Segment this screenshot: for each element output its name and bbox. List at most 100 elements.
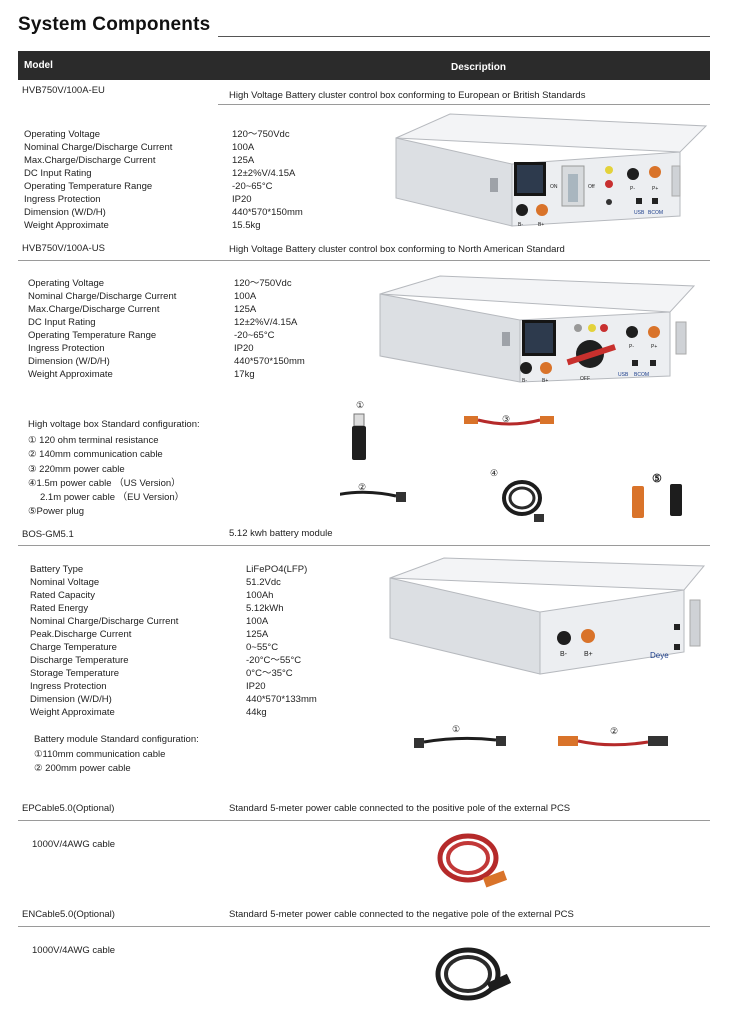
module-marker-2: ② <box>610 726 618 736</box>
page-title: System Components <box>18 14 211 35</box>
eu-description: High Voltage Battery cluster control box… <box>229 90 586 101</box>
encable-rule <box>18 926 710 927</box>
spec-row: Weight Approximate 44kg <box>30 706 330 719</box>
us-label-pminus: P- <box>629 344 634 350</box>
spec-value: 15.5kg <box>232 220 261 231</box>
us-model: HVB750V/100A-US <box>22 243 105 254</box>
hv-config: High voltage box Standard configuration:… <box>28 418 200 519</box>
spec-row: Operating Temperature Range-20~65°C <box>24 180 324 193</box>
spec-value: IP20 <box>232 194 252 205</box>
eu-label-off: Off <box>588 184 595 190</box>
spec-label: Storage Temperature <box>30 668 120 679</box>
spec-label: Nominal Charge/Discharge Current <box>24 142 173 153</box>
spec-value: 120～750Vdc <box>234 278 292 289</box>
spec-label: DC Input Rating <box>24 168 92 179</box>
epcable-model: EPCable5.0(Optional) <box>22 803 115 814</box>
spec-label: Rated Capacity <box>30 590 95 601</box>
spec-label: Battery Type <box>30 564 84 575</box>
us-label-off: OFF <box>580 376 590 382</box>
eu-label-bcom: BCOM <box>648 210 663 216</box>
battery-module-image: B- B+ Deye <box>389 557 706 675</box>
marker-5: ⑤ <box>652 473 662 485</box>
spec-value: -20°C～55°C <box>246 655 302 666</box>
hv-config-item: ① 120 ohm terminal resistance <box>28 435 159 447</box>
encable-model: ENCable5.0(Optional) <box>22 909 115 920</box>
hv-config-item: ⑤Power plug <box>28 506 85 518</box>
eu-label-usb: USB <box>634 210 645 216</box>
spec-label: Operating Temperature Range <box>28 330 157 341</box>
spec-value: 125A <box>234 304 257 315</box>
spec-label: Weight Approximate <box>30 707 115 718</box>
hv-config-item: ② 140mm communication cable <box>28 449 163 461</box>
module-config: Battery module Standard configuration: ①… <box>34 733 199 777</box>
spec-label: Operating Voltage <box>28 278 105 289</box>
module-brand: Deye <box>650 651 669 660</box>
spec-value: 100A <box>234 291 257 302</box>
spec-row: Dimension (W/D/H)440*570*133mm <box>30 693 330 706</box>
spec-value: 125A <box>232 155 255 166</box>
encable-spec: 1000V/4AWG cable <box>32 945 116 956</box>
eu-model: HVB750V/100A-EU <box>22 85 105 96</box>
title-underline <box>218 36 710 37</box>
module-accessories-image: ① ② <box>414 724 668 748</box>
module-rule <box>18 545 710 546</box>
spec-label: Discharge Temperature <box>30 655 129 666</box>
spec-row: Nominal Charge/Discharge Current 100A <box>28 290 328 303</box>
eu-label-pplus: P+ <box>652 186 658 192</box>
spec-row: Weight Approximate 15.5kg <box>24 219 324 232</box>
spec-row: Dimension (W/D/H)440*570*150mm <box>24 206 324 219</box>
spec-value: 44kg <box>246 707 267 718</box>
epcable-image <box>437 833 508 888</box>
module-description: 5.12 kwh battery module <box>229 528 333 539</box>
marker-1: ① <box>356 400 364 410</box>
spec-label: Charge Temperature <box>30 642 117 653</box>
spec-row: Operating Voltage 120～750Vdc <box>28 277 328 290</box>
spec-value: 12±2%V/4.15A <box>232 168 296 179</box>
spec-value: IP20 <box>246 681 266 692</box>
us-label-bcom: BCOM <box>634 372 649 378</box>
spec-label: Nominal Voltage <box>30 577 100 588</box>
header-description: Description <box>451 62 507 73</box>
spec-label: Nominal Charge/Discharge Current <box>28 291 177 302</box>
us-label-pplus: P+ <box>651 344 657 350</box>
spec-row: Peak.Discharge Current 125A <box>30 628 330 641</box>
us-label-bminus: B- <box>522 378 527 384</box>
table-header: Model Description <box>18 51 710 80</box>
eu-rule <box>218 104 710 105</box>
spec-label: Nominal Charge/Discharge Current <box>30 616 179 627</box>
hv-config-item: ④1.5m power cable （US Version） <box>28 477 181 489</box>
spec-value: -20~65°C <box>232 181 273 192</box>
spec-label: Dimension (W/D/H) <box>24 207 106 218</box>
eu-label-on: ON <box>550 184 558 190</box>
spec-label: Dimension (W/D/H) <box>28 356 110 367</box>
spec-label: Dimension (W/D/H) <box>30 694 112 705</box>
spec-label: Weight Approximate <box>24 220 109 231</box>
hv-accessories-image: ① ③ ② ④ ⑤ <box>340 400 682 522</box>
spec-label: Peak.Discharge Current <box>30 629 132 640</box>
spec-value: 125A <box>246 629 269 640</box>
marker-2: ② <box>358 482 366 492</box>
module-label-bminus: B- <box>560 651 568 658</box>
spec-label: Operating Voltage <box>24 129 101 140</box>
module-config-item: ①110mm communication cable <box>34 749 166 761</box>
eu-label-pminus: P- <box>630 186 635 192</box>
spec-row: Operating Temperature Range-20~65°C <box>28 329 328 342</box>
spec-row: Discharge Temperature -20°C～55°C <box>30 654 330 667</box>
spec-row: Dimension (W/D/H)440*570*150mm <box>28 355 328 368</box>
marker-4: ④ <box>490 468 498 478</box>
module-label-bplus: B+ <box>584 651 593 658</box>
